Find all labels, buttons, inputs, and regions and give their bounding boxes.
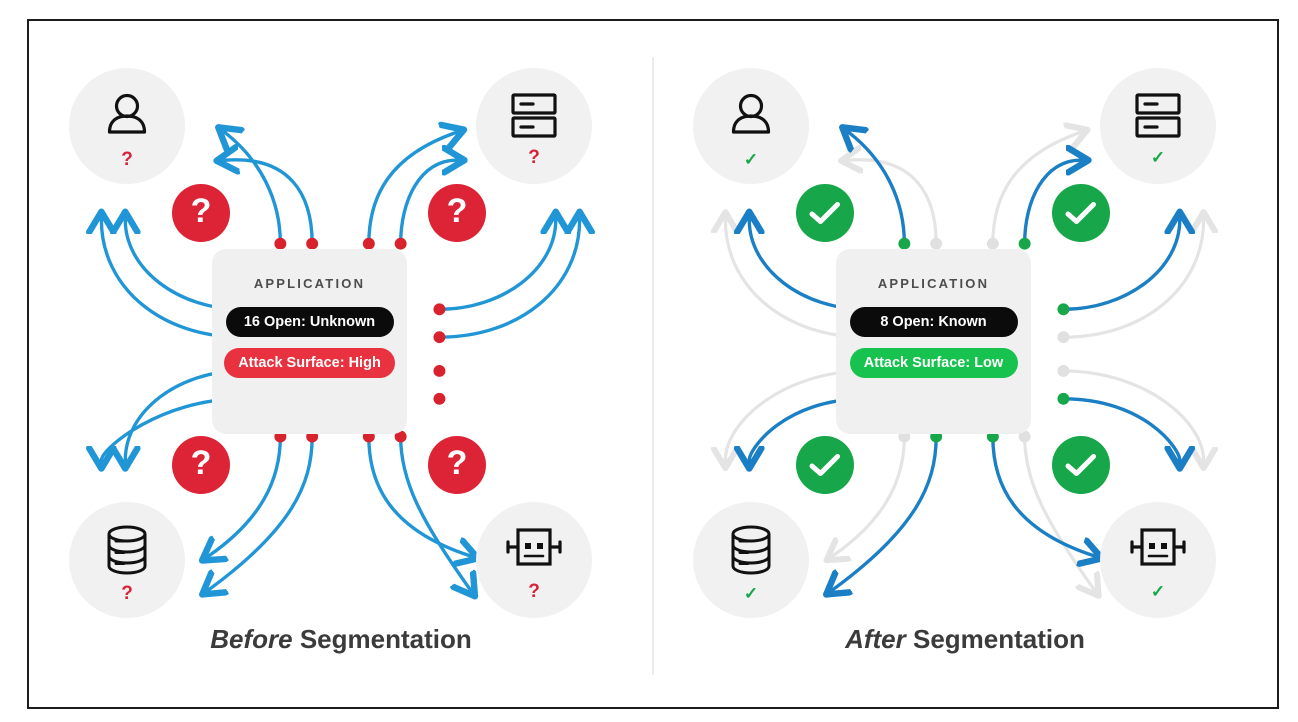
caption-emphasis: After bbox=[845, 624, 906, 654]
node-status-mark: ? bbox=[121, 582, 133, 604]
badge-question-top-left: ? bbox=[172, 184, 230, 242]
node-user-before[interactable]: ? bbox=[69, 68, 185, 184]
node-status-mark: ✓ bbox=[1150, 147, 1166, 167]
node-status-mark: ✓ bbox=[743, 149, 759, 169]
application-title: APPLICATION bbox=[253, 276, 366, 291]
node-status-mark: ✓ bbox=[1150, 581, 1166, 601]
node-database-after[interactable]: ✓ bbox=[693, 502, 809, 618]
caption-rest: Segmentation bbox=[292, 624, 472, 654]
user-icon bbox=[100, 89, 154, 143]
application-card-after: APPLICATION 8 Open: Known Attack Surface… bbox=[836, 249, 1031, 434]
node-server-after[interactable]: ✓ bbox=[1100, 68, 1216, 184]
node-database-before[interactable]: ? bbox=[69, 502, 185, 618]
node-status-mark: ? bbox=[528, 580, 540, 602]
application-card-before: APPLICATION 16 Open: Unknown Attack Surf… bbox=[212, 249, 407, 434]
badge-check-bottom-left bbox=[796, 436, 854, 494]
badge-label: ? bbox=[446, 192, 468, 230]
check-icon bbox=[1065, 454, 1096, 476]
application-title: APPLICATION bbox=[877, 276, 990, 291]
open-ports-pill: 8 Open: Known bbox=[849, 307, 1018, 337]
panel-divider bbox=[652, 57, 654, 675]
user-icon bbox=[724, 89, 778, 143]
panel-before: ? ? bbox=[29, 21, 653, 707]
caption-rest: Segmentation bbox=[905, 624, 1085, 654]
check-icon bbox=[809, 454, 840, 476]
caption-before: Before Segmentation bbox=[29, 624, 653, 655]
node-robot-after[interactable]: ✓ bbox=[1100, 502, 1216, 618]
server-icon bbox=[1131, 91, 1185, 141]
node-server-before[interactable]: ? bbox=[476, 68, 592, 184]
check-icon bbox=[1065, 202, 1096, 224]
badge-question-top-right: ? bbox=[428, 184, 486, 242]
caption-emphasis: Before bbox=[210, 624, 293, 654]
robot-icon bbox=[1127, 525, 1189, 575]
badge-label: ? bbox=[190, 444, 212, 482]
badge-label: ? bbox=[190, 192, 212, 230]
robot-icon bbox=[503, 525, 565, 575]
badge-label: ? bbox=[446, 444, 468, 482]
open-ports-pill: 16 Open: Unknown bbox=[225, 307, 394, 337]
check-icon bbox=[809, 202, 840, 224]
attack-surface-pill: Attack Surface: High bbox=[224, 348, 395, 378]
diagram-frame: ? ? bbox=[27, 19, 1279, 709]
caption-after: After Segmentation bbox=[653, 624, 1277, 655]
server-icon bbox=[507, 91, 561, 141]
attack-surface-pill: Attack Surface: Low bbox=[849, 348, 1018, 378]
badge-check-bottom-right bbox=[1052, 436, 1110, 494]
database-icon bbox=[725, 523, 777, 577]
badge-question-bottom-left: ? bbox=[172, 436, 230, 494]
node-status-mark: ✓ bbox=[743, 583, 759, 603]
badge-check-top-left bbox=[796, 184, 854, 242]
database-icon bbox=[101, 523, 153, 577]
panel-after: ✓ ✓ bbox=[653, 21, 1277, 707]
node-status-mark: ? bbox=[528, 146, 540, 168]
node-robot-before[interactable]: ? bbox=[476, 502, 592, 618]
badge-question-bottom-right: ? bbox=[428, 436, 486, 494]
node-user-after[interactable]: ✓ bbox=[693, 68, 809, 184]
badge-check-top-right bbox=[1052, 184, 1110, 242]
node-status-mark: ? bbox=[121, 148, 133, 170]
